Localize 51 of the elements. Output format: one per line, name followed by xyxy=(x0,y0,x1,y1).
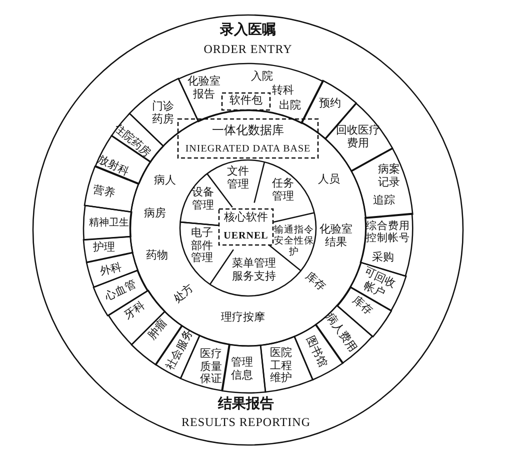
dashed-box xyxy=(177,118,319,159)
label: UERNEL xyxy=(224,230,268,242)
label: 软件包 xyxy=(229,95,262,108)
label: 一体化数据库 xyxy=(212,124,284,138)
label: 人员 xyxy=(318,174,340,186)
label: 医院工程维护 xyxy=(268,347,293,385)
label: 病案记录 xyxy=(376,163,401,189)
label: 营养 xyxy=(92,184,116,200)
label: 采购 xyxy=(372,252,394,264)
label: 医疗质量保证 xyxy=(198,348,223,386)
ring-segment xyxy=(82,204,133,241)
label: 设备管理 xyxy=(191,186,215,212)
label: 处方 xyxy=(172,282,196,306)
ring-segment xyxy=(220,343,267,394)
heading: RESULTS REPORTING xyxy=(181,416,311,430)
label: 转科 xyxy=(272,84,294,98)
heading: 录入医嘱 xyxy=(220,22,276,38)
heading: ORDER ENTRY xyxy=(204,43,292,57)
label: 外科 xyxy=(98,261,124,279)
label: 库存 xyxy=(302,270,328,294)
ring-segment xyxy=(82,234,134,264)
dashed-box xyxy=(218,208,274,246)
label: 任务管理 xyxy=(271,177,295,203)
dashed-box xyxy=(220,92,271,111)
label: 文件管理 xyxy=(226,165,250,191)
outer-circle xyxy=(31,13,465,447)
label: 护理 xyxy=(92,242,115,254)
label: 放射科 xyxy=(95,153,131,179)
heading: 结果报告 xyxy=(218,396,274,412)
label: 理疗按摩 xyxy=(221,312,265,324)
label: 病房 xyxy=(144,208,166,220)
label: 追踪 xyxy=(372,194,395,208)
label: 电子部件管理 xyxy=(190,227,214,265)
label: 回收医疗费用 xyxy=(334,124,381,150)
label: INIEGRATED DATA BASE xyxy=(185,143,311,155)
label: 药物 xyxy=(146,250,168,262)
ring-segment xyxy=(348,260,408,312)
label: 核心软件 xyxy=(224,212,268,224)
label: 化验室报告 xyxy=(186,75,222,101)
label: 预约 xyxy=(318,98,341,110)
label: 化验室结果 xyxy=(318,223,354,249)
label: 菜单管理服务支持 xyxy=(231,257,277,283)
ring-segment xyxy=(350,146,414,220)
label: 入院 xyxy=(250,70,273,84)
label: 综合费用控制帐号 xyxy=(364,220,411,244)
label: 出院 xyxy=(278,100,301,112)
label: 病人 xyxy=(154,174,176,188)
label: 精神卫生 xyxy=(88,217,129,229)
label: 管理信息 xyxy=(230,356,254,382)
label: 门诊药房 xyxy=(150,100,175,126)
label: 输通指令安全性保护 xyxy=(273,226,315,258)
